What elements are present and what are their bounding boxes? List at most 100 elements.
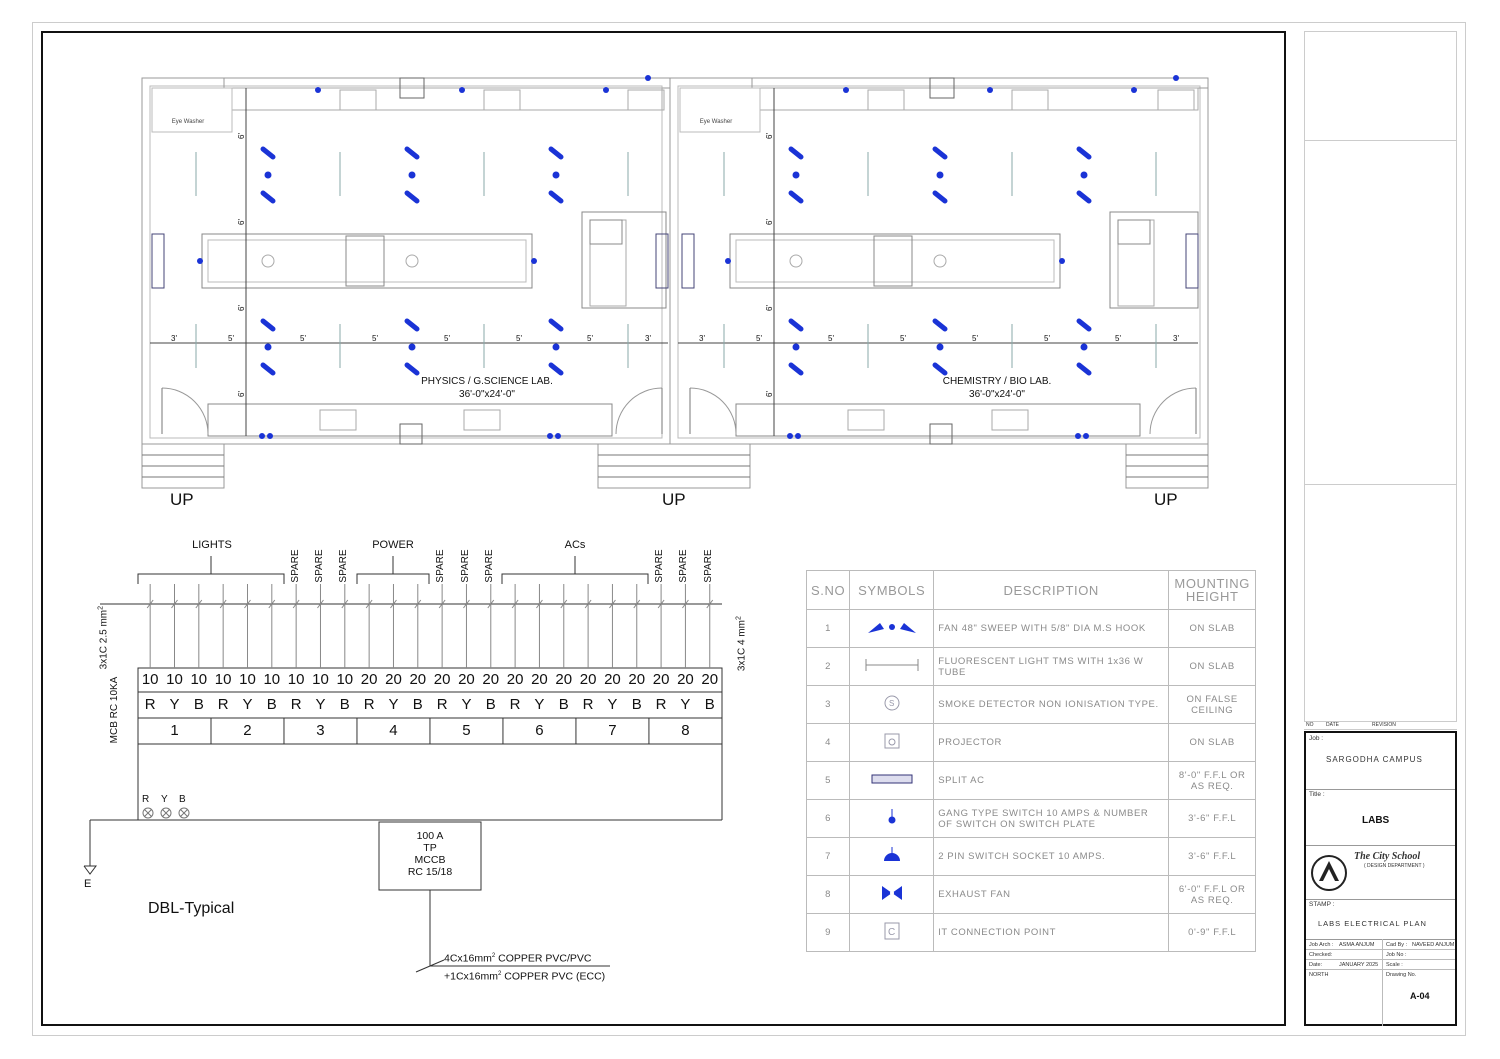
fan-icon — [548, 146, 564, 204]
legend-description: FAN 48" SWEEP WITH 5/8" DIA M.S HOOK — [933, 609, 1170, 648]
ceiling-fans — [260, 146, 1092, 376]
exhaust-fan-icon — [849, 875, 935, 914]
breaker-tick — [584, 599, 592, 609]
superscript: 2 — [491, 953, 496, 959]
breaker-tick — [317, 599, 324, 609]
breaker-phase: Y — [461, 696, 472, 713]
legend-sno: 9 — [805, 913, 851, 952]
projector-icon — [849, 723, 935, 762]
dimension-label: 5' — [828, 334, 834, 343]
breaker-tick — [171, 599, 178, 609]
legend-mounting-height: 3'-6" F.F.L — [1168, 799, 1257, 838]
lab-size-physics: 36'-0"x24'-0" — [459, 389, 515, 400]
cad-by-label: Cad By : — [1386, 942, 1408, 948]
breaker-tick — [341, 599, 349, 609]
spare-label: SPARE — [654, 549, 665, 583]
breaker-rating: 10 — [239, 671, 256, 688]
legend-header-mounting: MOUNTING HEIGHT — [1168, 570, 1257, 610]
indicator-r: R — [142, 794, 150, 805]
breaker-rating: 20 — [628, 671, 646, 688]
breaker-tick — [268, 599, 276, 609]
svg-text:C: C — [888, 927, 896, 938]
group-power-label: POWER — [372, 539, 414, 551]
stamp-label: STAMP : — [1309, 901, 1335, 908]
spare-label: SPARE — [484, 549, 495, 583]
socket-icon — [1173, 75, 1179, 81]
indicator-b: B — [179, 794, 186, 805]
breaker-rating: 20 — [604, 671, 621, 688]
smoke-detector-icon: S — [849, 685, 935, 724]
breaker-rating: 10 — [214, 671, 232, 688]
spare-label: SPARE — [703, 549, 714, 583]
switch-icon — [849, 799, 935, 838]
job-arch-label: Job Arch : — [1309, 942, 1334, 948]
drawing-number: A-04 — [1410, 991, 1430, 1001]
breaker-rating: 20 — [482, 671, 500, 688]
legend-header-symbols: SYMBOLS — [849, 570, 935, 610]
breaker-rating: 10 — [166, 671, 183, 688]
legend-header-row: S.NO SYMBOLS DESCRIPTION MOUNTING HEIGHT — [805, 570, 1257, 610]
job-arch-value: ASMA ANJUM — [1339, 942, 1375, 948]
dimension-label: 3' — [699, 334, 705, 343]
breaker-phase: R — [436, 696, 448, 713]
stair-up-label: UP — [662, 490, 686, 509]
fan-icon — [404, 146, 420, 204]
breaker-tick — [292, 599, 300, 609]
legend-sno: 7 — [805, 837, 851, 876]
legend-description: IT CONNECTION POINT — [933, 913, 1170, 952]
stair-up-label: UP — [1154, 490, 1178, 509]
breaker-rating: 20 — [360, 671, 378, 688]
dimension-label: 5' — [1115, 334, 1121, 343]
breaker-phase: R — [217, 696, 229, 713]
breaker-rating: 10 — [190, 671, 208, 688]
circuit-number: 5 — [462, 722, 471, 739]
company-name: The City School — [1354, 851, 1421, 862]
checked-label: Checked: — [1309, 952, 1333, 958]
legend-sno: 6 — [805, 799, 851, 838]
feeder-cable-label: 4Cx16mm2 COPPER PVC/PVC — [444, 950, 591, 965]
fan-icon — [1076, 318, 1092, 376]
legend-sno: 1 — [805, 609, 851, 648]
superscript: 2 — [97, 605, 105, 610]
legend-header-description: DESCRIPTION — [933, 570, 1170, 610]
title-block: NO DATE REVISION Job : SARGODHA CAMPUS T… — [1304, 31, 1457, 1026]
drawing-frame — [41, 31, 1286, 1026]
breaker-tick — [195, 599, 203, 609]
incoming-cable-text: 3x1C 2.5 mm — [98, 609, 110, 670]
legend-mounting-height: 0'-9" F.F.L — [1168, 913, 1257, 952]
socket-icon — [1059, 258, 1065, 264]
dimension-label: 5' — [516, 334, 522, 343]
breaker-phase: Y — [607, 696, 618, 713]
socket-icon — [267, 433, 273, 439]
fan-icon — [548, 318, 564, 376]
socket-icon — [555, 433, 561, 439]
breaker-tick — [511, 599, 519, 609]
breaker-tick — [657, 599, 665, 609]
breaker-phase: R — [582, 696, 594, 713]
circuit-number: 1 — [170, 722, 179, 739]
group-acs-label: ACs — [564, 539, 586, 551]
legend-mounting-height: ON SLAB — [1168, 723, 1257, 762]
job-name: SARGODHA CAMPUS — [1326, 755, 1423, 764]
breaker-tick — [146, 599, 154, 609]
breaker-rating: 20 — [409, 671, 427, 688]
legend-sno: 4 — [805, 723, 851, 762]
ecc-cable-rest: COPPER PVC (ECC) — [501, 970, 606, 983]
dimension-label: 5' — [372, 334, 378, 343]
breaker-tick — [682, 599, 689, 609]
breaker-rating: 20 — [531, 671, 548, 688]
main-breaker-rating: 100 A — [416, 830, 444, 842]
fan-icon — [1076, 146, 1092, 204]
spare-label: SPARE — [314, 549, 325, 583]
drawing-no-label: Drawing No. — [1386, 972, 1417, 978]
floor-plan — [141, 75, 1209, 489]
legend-description: EXHAUST FAN — [933, 875, 1170, 914]
socket-icon — [849, 837, 935, 876]
incoming-cable-label: 3x1C 2.5 mm2 — [95, 603, 110, 673]
legend-description: PROJECTOR — [933, 723, 1170, 762]
indicator-y: Y — [161, 794, 168, 805]
socket-icon — [843, 87, 849, 93]
